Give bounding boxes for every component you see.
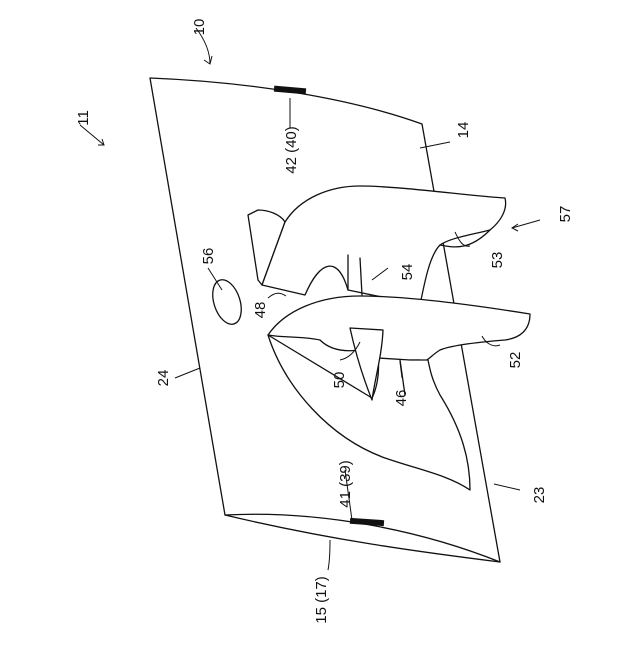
- label-46: 46: [393, 390, 410, 407]
- label-15-17: 15 (17): [313, 576, 330, 624]
- label-56: 56: [200, 248, 217, 265]
- label-42-40: 42 (40): [283, 126, 300, 174]
- label-24: 24: [155, 370, 172, 387]
- label-23: 23: [531, 487, 548, 504]
- label-57: 57: [557, 206, 574, 223]
- label-10: 10: [191, 19, 208, 36]
- label-52: 52: [507, 352, 524, 369]
- label-14: 14: [455, 122, 472, 139]
- label-54: 54: [399, 264, 416, 281]
- label-11: 11: [75, 110, 92, 126]
- label-41-39: 41 (39): [337, 460, 354, 508]
- label-48: 48: [252, 302, 269, 319]
- label-53: 53: [489, 252, 506, 269]
- label-50: 50: [331, 372, 348, 389]
